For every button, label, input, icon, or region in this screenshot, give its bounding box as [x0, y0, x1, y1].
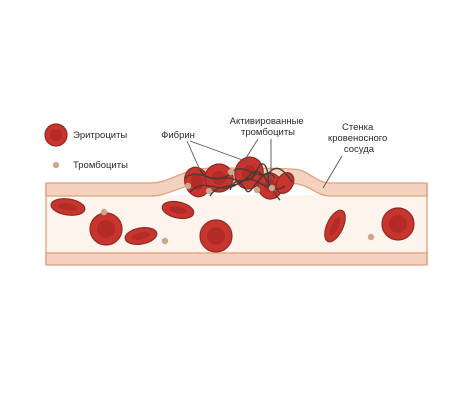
- platelet: [100, 208, 108, 216]
- erythrocytes-free: [50, 198, 415, 253]
- erythrocyte: [124, 227, 158, 245]
- legend-erythrocytes-label: Эритроциты: [73, 130, 127, 141]
- platelet: [367, 233, 375, 241]
- activated-platelet: [227, 168, 235, 176]
- legend-platelet-icon: [52, 161, 60, 169]
- erythrocyte: [161, 200, 195, 220]
- vessel-wall-label-line: Стенка: [342, 122, 374, 133]
- erythrocyte: [381, 207, 415, 241]
- platelet: [161, 237, 169, 245]
- erythrocyte: [324, 209, 346, 243]
- fibrin-leader: [189, 140, 249, 163]
- erythrocyte: [89, 212, 123, 246]
- activated-platelets-label-line: тромбоциты: [241, 127, 295, 138]
- thrombus: [184, 156, 295, 201]
- erythrocyte: [50, 198, 86, 216]
- vessel-wall-bottom: [45, 252, 428, 266]
- vessel-wall-label: Стенка кровеносного сосуда: [328, 122, 390, 155]
- legend-erythrocyte-icon: [44, 123, 68, 147]
- activated-platelets-leader: [245, 138, 259, 159]
- activated-platelets-label: Активированные тромбоциты: [230, 116, 307, 138]
- activated-platelet: [253, 186, 261, 194]
- fibrin-label: Фибрин: [161, 130, 195, 141]
- leader-lines: [186, 138, 343, 189]
- legend-platelets-label: Тромбоциты: [73, 160, 128, 171]
- erythrocyte: [199, 219, 233, 253]
- vessel-wall-label-line: кровеносного: [328, 133, 387, 144]
- activated-platelet: [268, 184, 276, 192]
- platelets-free: [100, 208, 375, 245]
- activated-platelet: [205, 187, 213, 195]
- vessel-wall-label-line: сосуда: [344, 144, 375, 155]
- fibrin-leader: [186, 140, 201, 171]
- activated-platelets-label-line: Активированные: [230, 116, 304, 127]
- activated-platelet: [184, 182, 192, 190]
- vessel-wall-leader: [322, 155, 343, 189]
- legend: Эритроциты Тромбоциты: [44, 123, 128, 171]
